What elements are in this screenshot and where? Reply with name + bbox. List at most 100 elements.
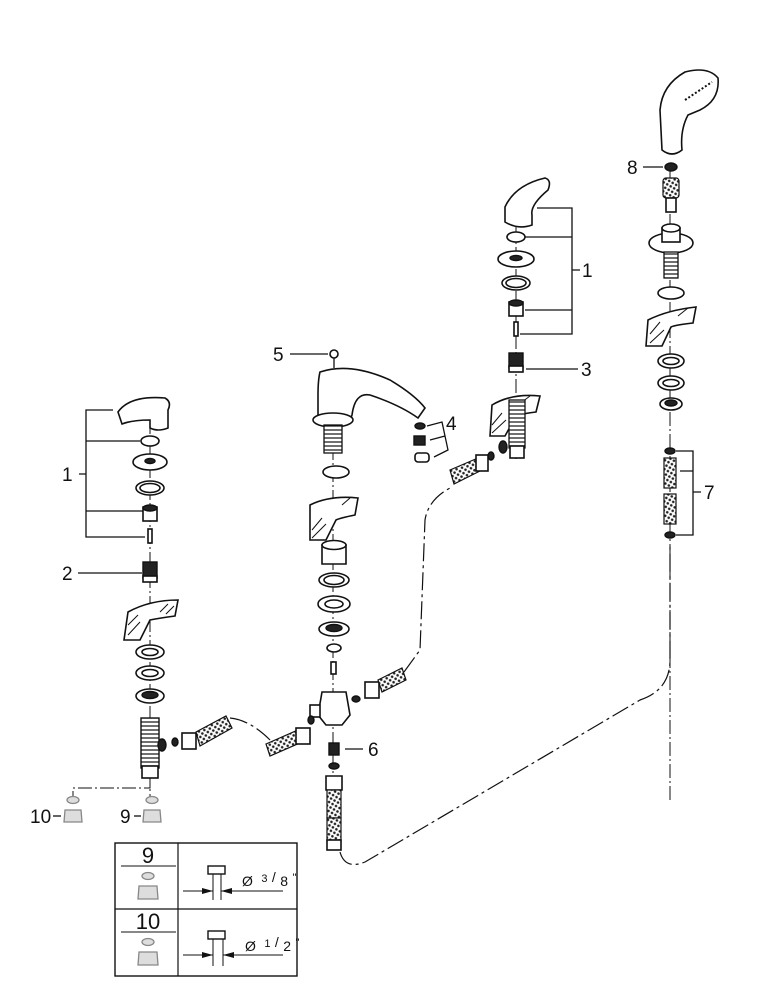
fitting-10-nut — [63, 809, 83, 823]
center-sleeve-top — [321, 539, 347, 551]
right-hose-link — [403, 487, 451, 673]
left-hose-washer — [171, 737, 179, 747]
callout-6: 6 — [345, 740, 379, 761]
connector-washer-bottom — [664, 531, 676, 539]
callout-4-label: 4 — [446, 414, 457, 435]
callout-3-label: 3 — [581, 360, 592, 381]
shower-hose-nut-top — [325, 775, 343, 791]
left-hose-link — [229, 717, 271, 741]
right-adapter-top — [508, 299, 524, 307]
left-washer-1-inner — [141, 647, 159, 657]
legend-row-10-dimension: Ø 1 / 2 " — [245, 934, 300, 955]
shower-hose-nut — [662, 177, 680, 199]
callout-7-label: 7 — [704, 483, 715, 504]
callout-1-right-label: 1 — [582, 261, 593, 282]
right-valve-assembly — [487, 177, 551, 461]
left-washer-2-inner — [141, 668, 159, 678]
right-screw — [513, 321, 519, 337]
left-screw — [147, 528, 153, 544]
aerator-insert — [413, 435, 426, 446]
left-rosette-hole — [144, 457, 156, 465]
shower-washer-2-inner — [662, 378, 680, 388]
callout-1-right-bracket — [520, 207, 580, 335]
diverter-knob — [329, 349, 339, 359]
bath-spout — [317, 367, 426, 423]
legend-row-10-number: 10 — [136, 909, 160, 934]
legend-row-9-pipe-icon — [207, 865, 226, 875]
aerator-housing — [414, 452, 430, 463]
left-deck-hatch — [127, 603, 175, 636]
right-cartridge-base — [508, 365, 524, 373]
right-valve-body — [508, 399, 526, 449]
diverter-left-washer — [307, 715, 315, 725]
callout-2-label: 2 — [62, 564, 73, 585]
left-nut-inner — [141, 690, 159, 700]
left-o-ring-inner — [139, 482, 161, 494]
shower-hose-segment-top — [326, 789, 342, 819]
callout-10-label: 10 — [30, 807, 51, 828]
right-rosette-hole — [509, 254, 523, 262]
legend-row-10: 10 Ø 1 / 2 " — [121, 909, 300, 966]
connection-hoses — [171, 454, 671, 865]
connector-washer-top — [664, 447, 676, 455]
right-hose-nut — [475, 454, 489, 472]
diverter-port-washer — [351, 695, 361, 703]
center-deck-hatch — [311, 497, 351, 539]
callout-5-label: 5 — [273, 345, 284, 366]
callout-1-left-bracket — [79, 409, 145, 538]
left-deck-section — [123, 599, 179, 641]
left-hose-nut — [181, 732, 197, 750]
shower-hose-path — [339, 545, 671, 865]
shower-spray-face — [684, 81, 713, 101]
hand-shower-assembly: 7 — [645, 69, 719, 800]
hose-guide-thread — [663, 251, 679, 279]
callout-8-label: 8 — [627, 158, 638, 179]
legend-row-10-washer-icon — [141, 937, 155, 947]
shower-deck-section — [645, 306, 697, 347]
left-fitting-leader — [72, 780, 151, 796]
callout-1-left: 1 — [62, 409, 145, 538]
non-return-valve — [328, 742, 340, 756]
legend-row-9-number: 9 — [142, 843, 154, 868]
center-o-ring — [322, 465, 350, 479]
left-adapter-top — [142, 504, 158, 512]
right-lever-handle — [504, 177, 551, 228]
callout-3: 3 — [526, 360, 592, 381]
legend-row-9-dimension: Ø 3 / 8 " — [242, 869, 297, 890]
left-small-ring — [140, 435, 160, 447]
callout-7-bracket — [676, 450, 701, 536]
left-lever-handle — [117, 396, 171, 431]
spout-threaded-shank — [323, 424, 343, 454]
fitting-10-washer — [66, 795, 80, 805]
right-o-ring-inner — [505, 277, 527, 289]
shower-hose-end — [326, 839, 342, 851]
center-small-washer — [326, 643, 342, 653]
right-small-ring — [506, 231, 526, 243]
callout-1-right: 1 — [520, 207, 593, 335]
right-hose-nut-b — [364, 681, 380, 699]
right-valve-side-port — [498, 440, 508, 454]
connector-lower — [663, 493, 677, 525]
fitting-9-washer — [145, 795, 159, 805]
shower-deck-hatch — [649, 307, 689, 344]
fitting-9-nut — [142, 809, 162, 823]
legend-row-10-pipe-icon — [207, 930, 226, 940]
left-hose-nut-b — [295, 727, 311, 745]
left-hose-segment-a — [195, 715, 233, 747]
legend-row-9-nut-icon — [137, 885, 159, 900]
callout-4-bracket — [426, 421, 449, 458]
hose-guide-top — [661, 223, 681, 233]
center-washer-2-inner — [324, 599, 344, 609]
left-valve-body — [140, 717, 160, 769]
shower-hose-segment-bottom — [326, 817, 342, 843]
left-valve-outlet — [141, 765, 159, 779]
aerator-set: 4 — [413, 414, 457, 463]
left-compression-fittings: 10 9 — [30, 780, 162, 828]
legend-row-10-nut-icon — [137, 951, 159, 966]
center-lower-washer — [328, 762, 340, 770]
shower-nut-inner — [664, 399, 678, 407]
left-valve-assembly — [117, 396, 179, 800]
right-hose-segment-b — [377, 667, 407, 693]
center-spout-assembly — [309, 349, 426, 851]
legend-row-9: 9 Ø 3 / 8 " — [121, 843, 297, 900]
